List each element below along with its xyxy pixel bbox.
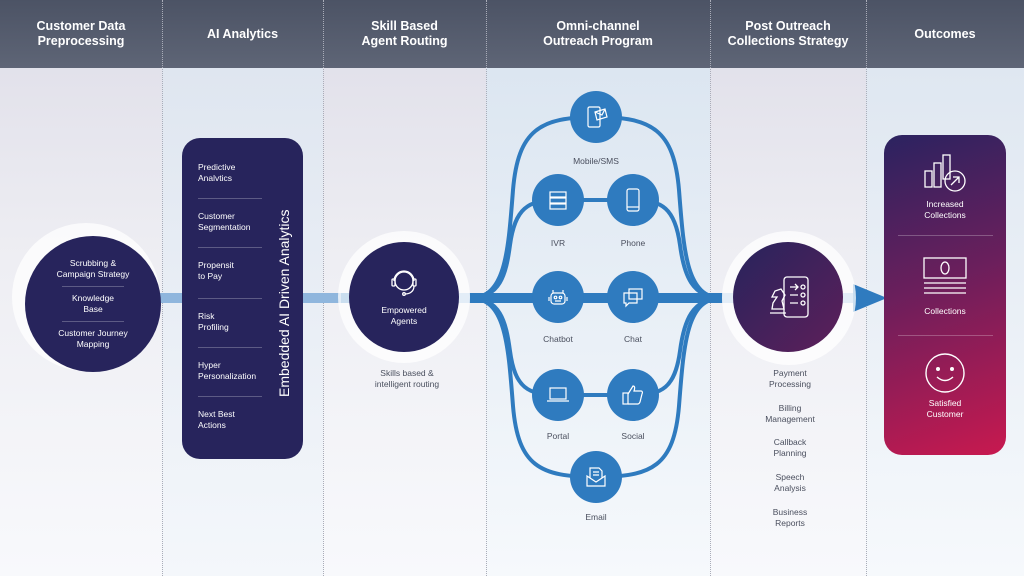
loop-upper	[469, 198, 723, 300]
ivr-server-icon	[549, 191, 567, 210]
preprocessing-item: Scrubbing & Campaign Strategy	[56, 258, 130, 279]
outcomes-panel: Increased Collections Collections Satisf…	[884, 135, 1006, 455]
outcome-item: Increased Collections	[924, 199, 966, 220]
channel-label: IVR	[550, 238, 566, 248]
email-icon	[586, 467, 606, 487]
analytics-item: Next Best Actions	[198, 409, 235, 430]
header-outcomes: Outcomes	[914, 26, 976, 41]
loop-lower	[469, 296, 723, 397]
preprocessing-item: Knowledge Base	[71, 293, 115, 314]
analytics-item: Propensit to Pay	[198, 260, 234, 281]
analytics-item: Hyper Personalization	[198, 360, 257, 381]
phone-icon	[626, 188, 640, 212]
channel-portal	[532, 369, 584, 421]
channel-phone	[607, 174, 659, 226]
channel-chatbot	[532, 271, 584, 323]
chess-strategy-icon	[770, 276, 809, 318]
column-divider	[486, 0, 487, 576]
main-line	[150, 293, 850, 303]
outcome-item: Satisfied Customer	[926, 398, 964, 419]
channel-ivr	[532, 174, 584, 226]
strategy-circle	[733, 242, 843, 352]
channel-label: Mobile/SMS	[573, 156, 619, 166]
column-divider	[710, 0, 711, 576]
column-divider	[323, 0, 324, 576]
header-preprocessing: Customer Data Preprocessing	[36, 19, 126, 48]
channel-mobile-sms	[570, 91, 622, 143]
chat-bubbles-icon	[623, 288, 643, 308]
header-agent-routing: Skill Based Agent Routing	[361, 19, 448, 48]
analytics-item: Predictive Analvtics	[198, 162, 236, 183]
post-item: Billing Management	[765, 403, 815, 424]
header-omnichannel: Omni-channel Outreach Program	[543, 19, 653, 48]
post-item: Callback Planning	[773, 437, 807, 458]
post-item: Payment Processing	[768, 368, 812, 389]
preprocessing-circle: Scrubbing & Campaign Strategy Knowledge …	[25, 236, 161, 372]
channel-label: Phone	[620, 238, 646, 248]
analytics-panel: Predictive Analvtics Customer Segmentati…	[182, 138, 303, 459]
arrow-head	[853, 284, 887, 312]
thumbs-up-icon	[622, 385, 644, 405]
header-ai-analytics: AI Analytics	[206, 26, 279, 41]
routing-caption: Skills based & intelligent routing	[374, 368, 440, 389]
mobile-sms-icon	[587, 106, 608, 128]
analytics-vertical-label: Embedded AI Driven Analytics	[276, 209, 292, 397]
header-post-outreach: Post Outreach Collections Strategy	[727, 19, 849, 48]
channel-label: Chatbot	[543, 334, 573, 344]
channel-chat	[607, 271, 659, 323]
agents-circle: Empowered Agents	[349, 242, 459, 352]
money-icon	[923, 257, 967, 294]
column-divider	[162, 0, 163, 576]
analytics-item: Risk Profiling	[198, 311, 229, 332]
post-item: Business Reports	[772, 507, 808, 528]
growth-chart-icon	[924, 154, 966, 192]
channel-label: Email	[585, 512, 607, 522]
channel-email	[570, 451, 622, 503]
analytics-item: Customer Segmentation	[198, 211, 251, 232]
channel-label: Portal	[546, 431, 570, 441]
preprocessing-item: Customer Journey Mapping	[58, 328, 128, 349]
channel-social	[607, 369, 659, 421]
column-divider	[866, 0, 867, 576]
channel-label: Chat	[624, 334, 642, 344]
post-item: Speech Analysis	[774, 472, 806, 493]
header-bar	[0, 0, 1024, 68]
smiley-face-icon	[925, 353, 965, 393]
headset-agent-icon	[391, 270, 417, 296]
agents-label: Empowered Agents	[381, 305, 427, 326]
channel-label: Social	[621, 431, 645, 441]
laptop-icon	[547, 387, 569, 402]
outcome-item: Collections	[924, 306, 966, 316]
robot-icon	[548, 290, 568, 305]
